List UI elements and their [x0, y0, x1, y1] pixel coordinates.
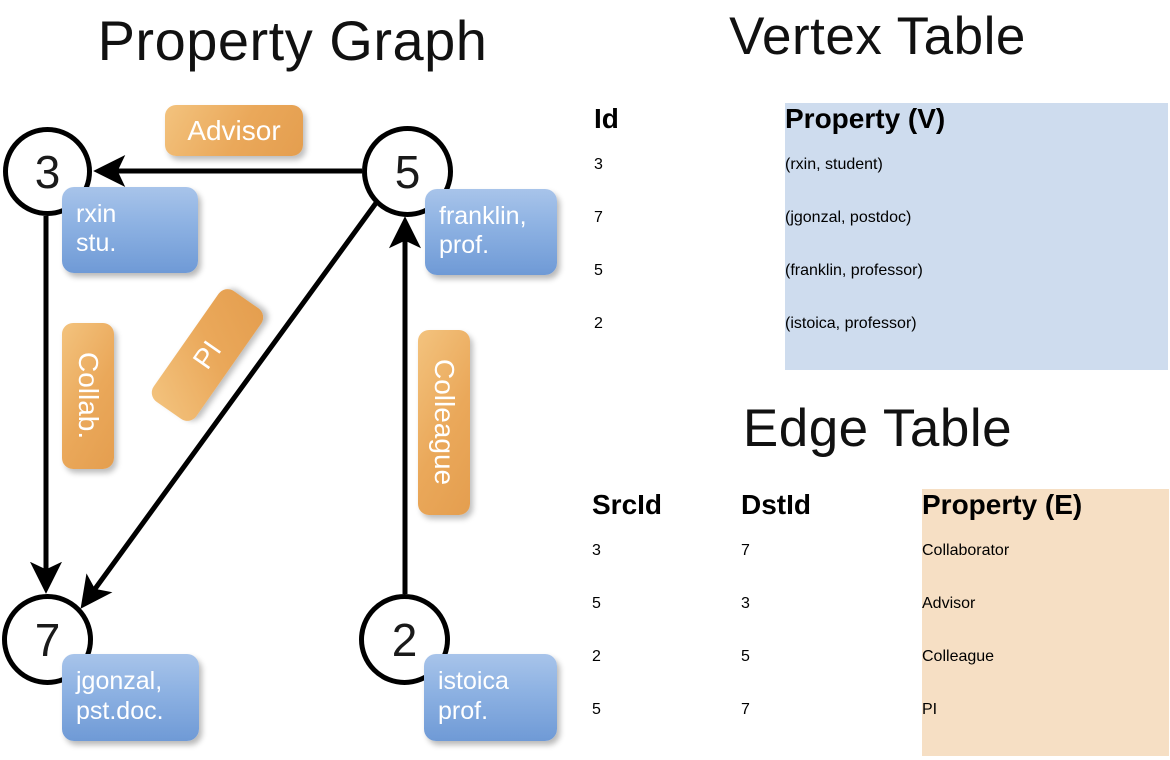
table-cell: 5 [592, 595, 743, 650]
edge-table-dstid-column: DstId 7 3 5 7 [741, 489, 916, 756]
node-property-line-1: jgonzal, [76, 667, 163, 695]
table-cell: 5 [741, 648, 916, 703]
table-cell: (franklin, professor) [785, 262, 1168, 317]
table-cell: 5 [592, 701, 743, 756]
node-property-line-2: prof. [438, 696, 489, 725]
node-property-box-istoica[interactable]: istoica prof. [424, 654, 557, 741]
table-cell: 3 [741, 595, 916, 650]
vertex-table-header-property: Property (V) [785, 103, 1168, 158]
table-cell: 3 [594, 156, 776, 211]
table-cell: (istoica, professor) [785, 315, 1168, 370]
edge-table-srcid-column: SrcId 3 5 2 5 [592, 489, 743, 756]
node-property-line-1: istoica [438, 667, 509, 695]
table-cell: 5 [594, 262, 776, 317]
table-cell: (jgonzal, postdoc) [785, 209, 1168, 264]
table-cell: 3 [592, 542, 743, 597]
table-cell: (rxin, student) [785, 156, 1168, 211]
edge-label-colleague[interactable]: Colleague [418, 330, 470, 515]
node-property-box-franklin[interactable]: franklin, prof. [425, 189, 557, 275]
node-property-box-jgonzal[interactable]: jgonzal, pst.doc. [62, 654, 199, 741]
page-title-edge-table: Edge Table [742, 399, 1013, 458]
table-cell: Advisor [922, 595, 1169, 650]
graph-edges [29, 154, 422, 609]
page-title-property-graph: Property Graph [97, 9, 488, 72]
node-property-line-2: prof. [439, 231, 490, 259]
node-property-line-2: stu. [76, 229, 117, 257]
vertex-table-id-column: Id 3 7 5 2 [594, 103, 776, 370]
table-cell: Collaborator [922, 542, 1169, 597]
table-cell: 7 [594, 209, 776, 264]
node-property-line-2: pst.doc. [76, 696, 164, 725]
node-property-box-rxin[interactable]: rxin stu. [62, 187, 198, 273]
table-cell: Colleague [922, 648, 1169, 703]
edge-label-advisor[interactable]: Advisor [165, 105, 303, 156]
table-cell: 2 [594, 315, 776, 370]
vertex-table-property-column: Property (V) (rxin, student) (jgonzal, p… [785, 103, 1168, 370]
table-cell: 7 [741, 542, 916, 597]
table-cell: 2 [592, 648, 743, 703]
graph-node-2[interactable]: 2 [359, 594, 450, 685]
edge-table-header-srcid: SrcId [592, 489, 743, 544]
edge-table-header-property: Property (E) [922, 489, 1169, 544]
edge-table-property-column: Property (E) Collaborator Advisor Collea… [922, 489, 1169, 756]
table-cell: PI [922, 701, 1169, 756]
edge-5-to-7 [80, 201, 379, 609]
vertex-table-header-id: Id [594, 103, 776, 158]
page-title-vertex-table: Vertex Table [729, 7, 1026, 66]
graph-node-5[interactable]: 5 [362, 126, 453, 217]
node-property-line-1: rxin [76, 199, 117, 228]
node-property-line-1: franklin, [439, 201, 527, 230]
edge-label-collab[interactable]: Collab. [62, 323, 114, 469]
edge-table-header-dstid: DstId [741, 489, 916, 544]
table-cell: 7 [741, 701, 916, 756]
